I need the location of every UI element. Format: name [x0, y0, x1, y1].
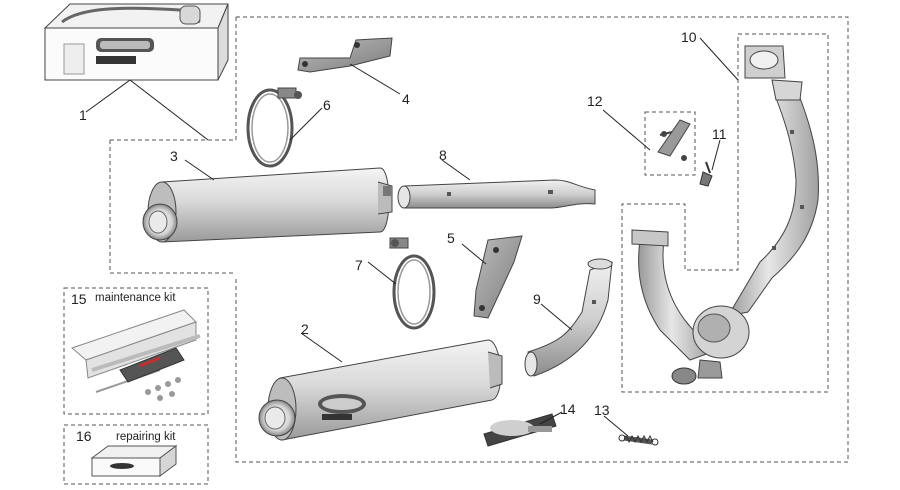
header-pipe-part	[631, 45, 819, 385]
repairing-kit-label: repairing kit	[116, 431, 176, 443]
muffler-logo-badge	[318, 394, 366, 420]
callout-1: 1	[79, 107, 87, 123]
callout-labels: 1 2 3 4 5 6 7 8 9 10 11 12 13 14 15 16 m…	[71, 29, 727, 444]
callout-13: 13	[594, 402, 610, 418]
link-pipe-part	[397, 179, 596, 209]
callout-12: 12	[587, 93, 603, 109]
sticker-part	[483, 413, 557, 447]
maintenance-kit-label: maintenance kit	[95, 292, 176, 304]
clamp-lower-part	[389, 237, 436, 330]
maintenance-kit-part	[71, 309, 201, 401]
callout-7: 7	[355, 257, 363, 273]
spring-part	[618, 434, 659, 446]
callout-5: 5	[447, 230, 455, 246]
callout-10: 10	[681, 29, 697, 45]
callout-8: 8	[439, 147, 447, 163]
callout-2: 2	[301, 321, 309, 337]
lower-muffler-part	[258, 339, 503, 441]
callout-11: 11	[712, 126, 727, 142]
callout-15: 15	[71, 291, 87, 307]
callout-3: 3	[170, 148, 178, 164]
upper-muffler-part	[142, 167, 393, 243]
grouping-boxes	[63, 16, 849, 485]
curved-link-pipe-part	[524, 258, 613, 377]
clamp-upper-part	[246, 87, 302, 168]
repairing-kit-part	[90, 445, 178, 477]
callout-14: 14	[560, 401, 576, 417]
callout-16: 16	[76, 428, 92, 444]
support-bracket-part	[473, 235, 523, 319]
callout-6: 6	[323, 97, 331, 113]
leader-lines	[85, 37, 739, 437]
bolt-part	[699, 161, 713, 187]
callout-4: 4	[402, 91, 410, 107]
mounting-bracket-part	[297, 37, 393, 73]
presentation-box-part	[43, 3, 229, 81]
sensor-bracket-part	[657, 119, 691, 161]
callout-9: 9	[533, 291, 541, 307]
